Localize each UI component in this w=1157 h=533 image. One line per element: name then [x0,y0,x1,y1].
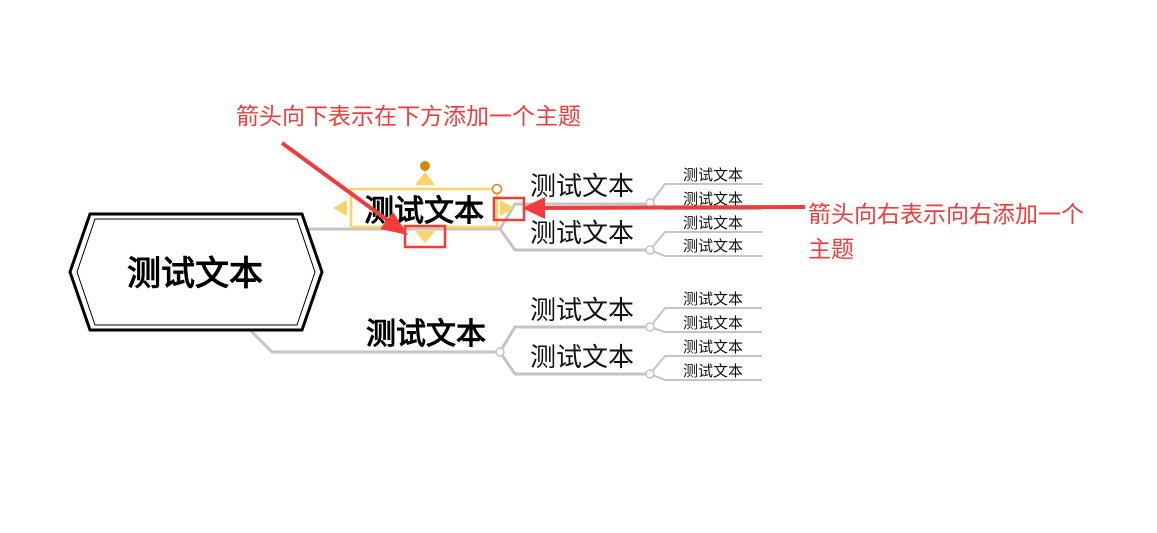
highlight-box-down [403,224,447,249]
add-above-arrow-icon[interactable] [415,172,435,185]
leaf-topic[interactable]: 测试文本 [683,190,743,208]
drag-handle-icon[interactable] [420,161,430,171]
leaf-topic[interactable]: 测试文本 [683,338,743,356]
annotation-arrow-down-icon [280,141,408,235]
connector-child-1-2 [498,228,650,252]
add-right-arrow-icon[interactable] [500,200,514,216]
branch-topic-2[interactable]: 测试文本 [366,317,486,352]
subtopic[interactable]: 测试文本 [530,296,634,326]
subtopic[interactable]: 测试文本 [530,219,634,249]
leaf-topic[interactable]: 测试文本 [683,214,743,232]
subtopic[interactable]: 测试文本 [530,172,634,202]
leaf-topic[interactable]: 测试文本 [683,166,743,184]
root-topic-label: 测试文本 [127,254,263,294]
branch-topic-1[interactable]: 测试文本 [349,187,499,229]
connectors [248,183,762,381]
add-below-arrow-icon[interactable] [415,231,435,243]
subtopic[interactable]: 测试文本 [530,343,634,373]
branch-topic-label: 测试文本 [364,194,484,229]
annotation-arrow-right-icon [522,197,806,219]
connector-branch-2 [248,328,500,354]
highlight-box-right [492,196,526,222]
leaf-topic[interactable]: 测试文本 [683,237,743,255]
root-topic[interactable]: 测试文本 [68,212,324,332]
collapse-dots[interactable] [495,198,655,379]
annotation-right-line2: 主题 [808,237,854,263]
annotation-right-line1: 箭头向右表示向右添加一个 [808,202,1084,228]
add-left-arrow-icon[interactable] [333,200,347,216]
leaf-topic[interactable]: 测试文本 [683,362,743,380]
annotation-down: 箭头向下表示在下方添加一个主题 [236,104,581,130]
connector-child-2-2 [498,351,650,376]
resize-handle-icon[interactable] [491,183,503,195]
leaf-topic[interactable]: 测试文本 [683,290,743,308]
connector-child-2-1 [498,325,650,353]
leaf-topic[interactable]: 测试文本 [683,314,743,332]
